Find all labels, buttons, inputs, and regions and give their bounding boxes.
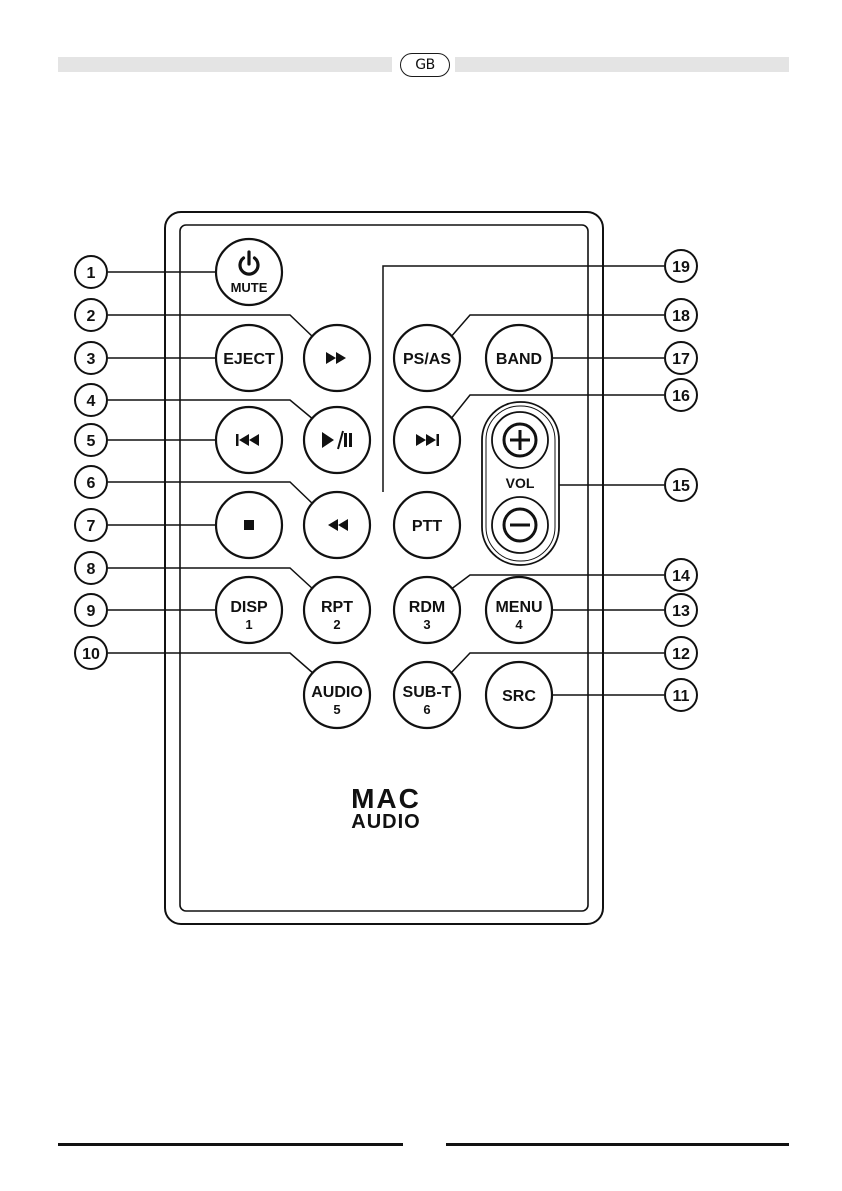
- callout-13: 13: [665, 594, 697, 626]
- src-label: SRC: [502, 688, 536, 705]
- disp-label: DISP: [230, 599, 268, 616]
- footer-rule-left: [58, 1143, 403, 1146]
- subt-label: SUB-T: [403, 684, 452, 701]
- callout-11: 11: [665, 679, 697, 711]
- callout-15: 15: [665, 469, 697, 501]
- eject-button[interactable]: EJECT: [216, 325, 282, 391]
- callout-17: 17: [665, 342, 697, 374]
- psas-label: PS/AS: [403, 351, 451, 368]
- subt-sub-label: 6: [423, 702, 430, 717]
- callout-14: 14: [665, 559, 697, 591]
- callout-number: 11: [673, 688, 690, 705]
- callout-8: 8: [75, 552, 107, 584]
- menu-sub-label: 4: [515, 617, 523, 632]
- band-button[interactable]: BAND: [486, 325, 552, 391]
- ptt-button[interactable]: PTT: [394, 492, 460, 558]
- menu-label: MENU: [495, 599, 542, 616]
- callout-7: 7: [75, 509, 107, 541]
- callout-number: 15: [672, 478, 690, 495]
- rdm-label: RDM: [409, 599, 445, 616]
- mute-button-shape: [216, 239, 282, 305]
- mute-label: MUTE: [231, 280, 268, 295]
- play-button-shape: [304, 407, 370, 473]
- eject-label: EJECT: [223, 351, 275, 368]
- brand-logo-line1: MAC: [351, 783, 421, 814]
- stop-icon: [244, 520, 254, 530]
- audio-sub-label: 5: [333, 702, 340, 717]
- callout-6: 6: [75, 466, 107, 498]
- callout-5: 5: [75, 424, 107, 456]
- callout-number: 6: [87, 475, 96, 492]
- brand-logo-line2: AUDIO: [351, 811, 420, 833]
- callout-number: 8: [87, 561, 96, 578]
- callout-number: 1: [87, 265, 96, 282]
- psas-button[interactable]: PS/AS: [394, 325, 460, 391]
- volume-label: VOL: [506, 475, 535, 491]
- subt-button[interactable]: SUB-T6: [394, 662, 460, 728]
- callout-10: 10: [75, 637, 107, 669]
- callout-19: 19: [665, 250, 697, 282]
- ff-button[interactable]: [304, 325, 370, 391]
- band-label: BAND: [496, 351, 542, 368]
- ptt-label: PTT: [412, 518, 442, 535]
- mute-button[interactable]: MUTE: [216, 239, 282, 305]
- callout-number: 10: [82, 646, 100, 663]
- callout-number: 18: [672, 308, 690, 325]
- rpt-sub-label: 2: [333, 617, 340, 632]
- callout-9: 9: [75, 594, 107, 626]
- callout-12: 12: [665, 637, 697, 669]
- stop-button[interactable]: [216, 492, 282, 558]
- footer-rule-right: [446, 1143, 789, 1146]
- callout-number: 12: [672, 646, 690, 663]
- callout-number: 9: [87, 603, 96, 620]
- voldn-button[interactable]: [492, 497, 548, 553]
- callout-number: 14: [672, 568, 690, 585]
- rdm-sub-label: 3: [423, 617, 430, 632]
- next-button[interactable]: [394, 407, 460, 473]
- rpt-label: RPT: [321, 599, 353, 616]
- callout-number: 17: [672, 351, 690, 368]
- src-button[interactable]: SRC: [486, 662, 552, 728]
- rew-button[interactable]: [304, 492, 370, 558]
- callout-number: 16: [672, 388, 690, 405]
- callout-number: 13: [672, 603, 690, 620]
- callout-1: 1: [75, 256, 107, 288]
- callout-number: 3: [87, 351, 96, 368]
- callout-4: 4: [75, 384, 107, 416]
- audio-label: AUDIO: [311, 684, 363, 701]
- callout-number: 19: [672, 259, 690, 276]
- callout-number: 7: [87, 518, 96, 535]
- callout-16: 16: [665, 379, 697, 411]
- callout-number: 4: [87, 393, 96, 410]
- callout-number: 2: [87, 308, 96, 325]
- callout-3: 3: [75, 342, 107, 374]
- play-button[interactable]: [304, 407, 370, 473]
- prev-button[interactable]: [216, 407, 282, 473]
- callout-2: 2: [75, 299, 107, 331]
- disp-sub-label: 1: [245, 617, 252, 632]
- callout-18: 18: [665, 299, 697, 331]
- volup-button[interactable]: [492, 412, 548, 468]
- callout-number: 5: [87, 433, 96, 450]
